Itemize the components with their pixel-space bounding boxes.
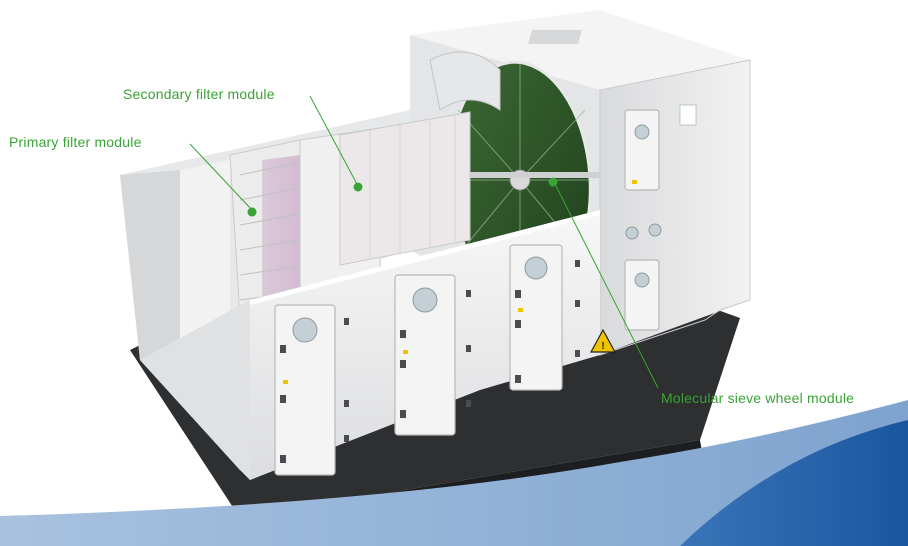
door-viewports — [292, 124, 662, 343]
callout-markers — [247, 177, 558, 217]
leader-lines — [189, 95, 659, 389]
marker-secondary — [353, 182, 363, 192]
access-doors — [274, 109, 660, 476]
molecular-sieve-label: Molecular sieve wheel module — [661, 390, 855, 406]
decorative-wave-band — [0, 400, 908, 546]
door-latches — [280, 260, 580, 463]
primary-filter-label: Primary filter module — [9, 134, 142, 150]
hazard-sign-icon: ! — [589, 328, 617, 353]
secondary-filter-label: Secondary filter module — [123, 86, 275, 102]
leader-secondary — [309, 95, 359, 187]
leader-primary — [189, 143, 253, 211]
warning-labels — [283, 180, 637, 384]
marker-primary — [247, 207, 257, 217]
leader-molecular — [552, 179, 659, 389]
secondary-filter-panel — [339, 111, 471, 266]
marker-molecular — [548, 177, 558, 187]
svg-text:!: ! — [601, 341, 604, 352]
